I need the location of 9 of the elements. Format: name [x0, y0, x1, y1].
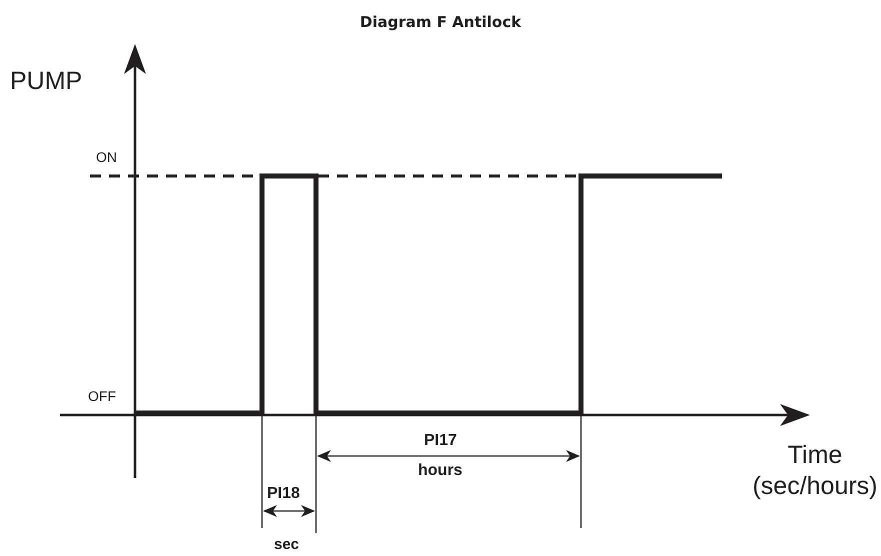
- level-label: ON: [96, 150, 117, 166]
- level-label: OFF: [88, 389, 116, 404]
- axis-label: PUMP: [10, 68, 82, 96]
- dimension-label: PI17: [424, 432, 457, 450]
- diagram-title: Diagram F Antilock: [358, 14, 522, 30]
- dimension-label: PI18: [267, 485, 300, 503]
- dimension-label: sec: [274, 537, 300, 554]
- dimension-label: hours: [418, 462, 462, 480]
- axis-label: Time (sec/hours): [751, 440, 879, 502]
